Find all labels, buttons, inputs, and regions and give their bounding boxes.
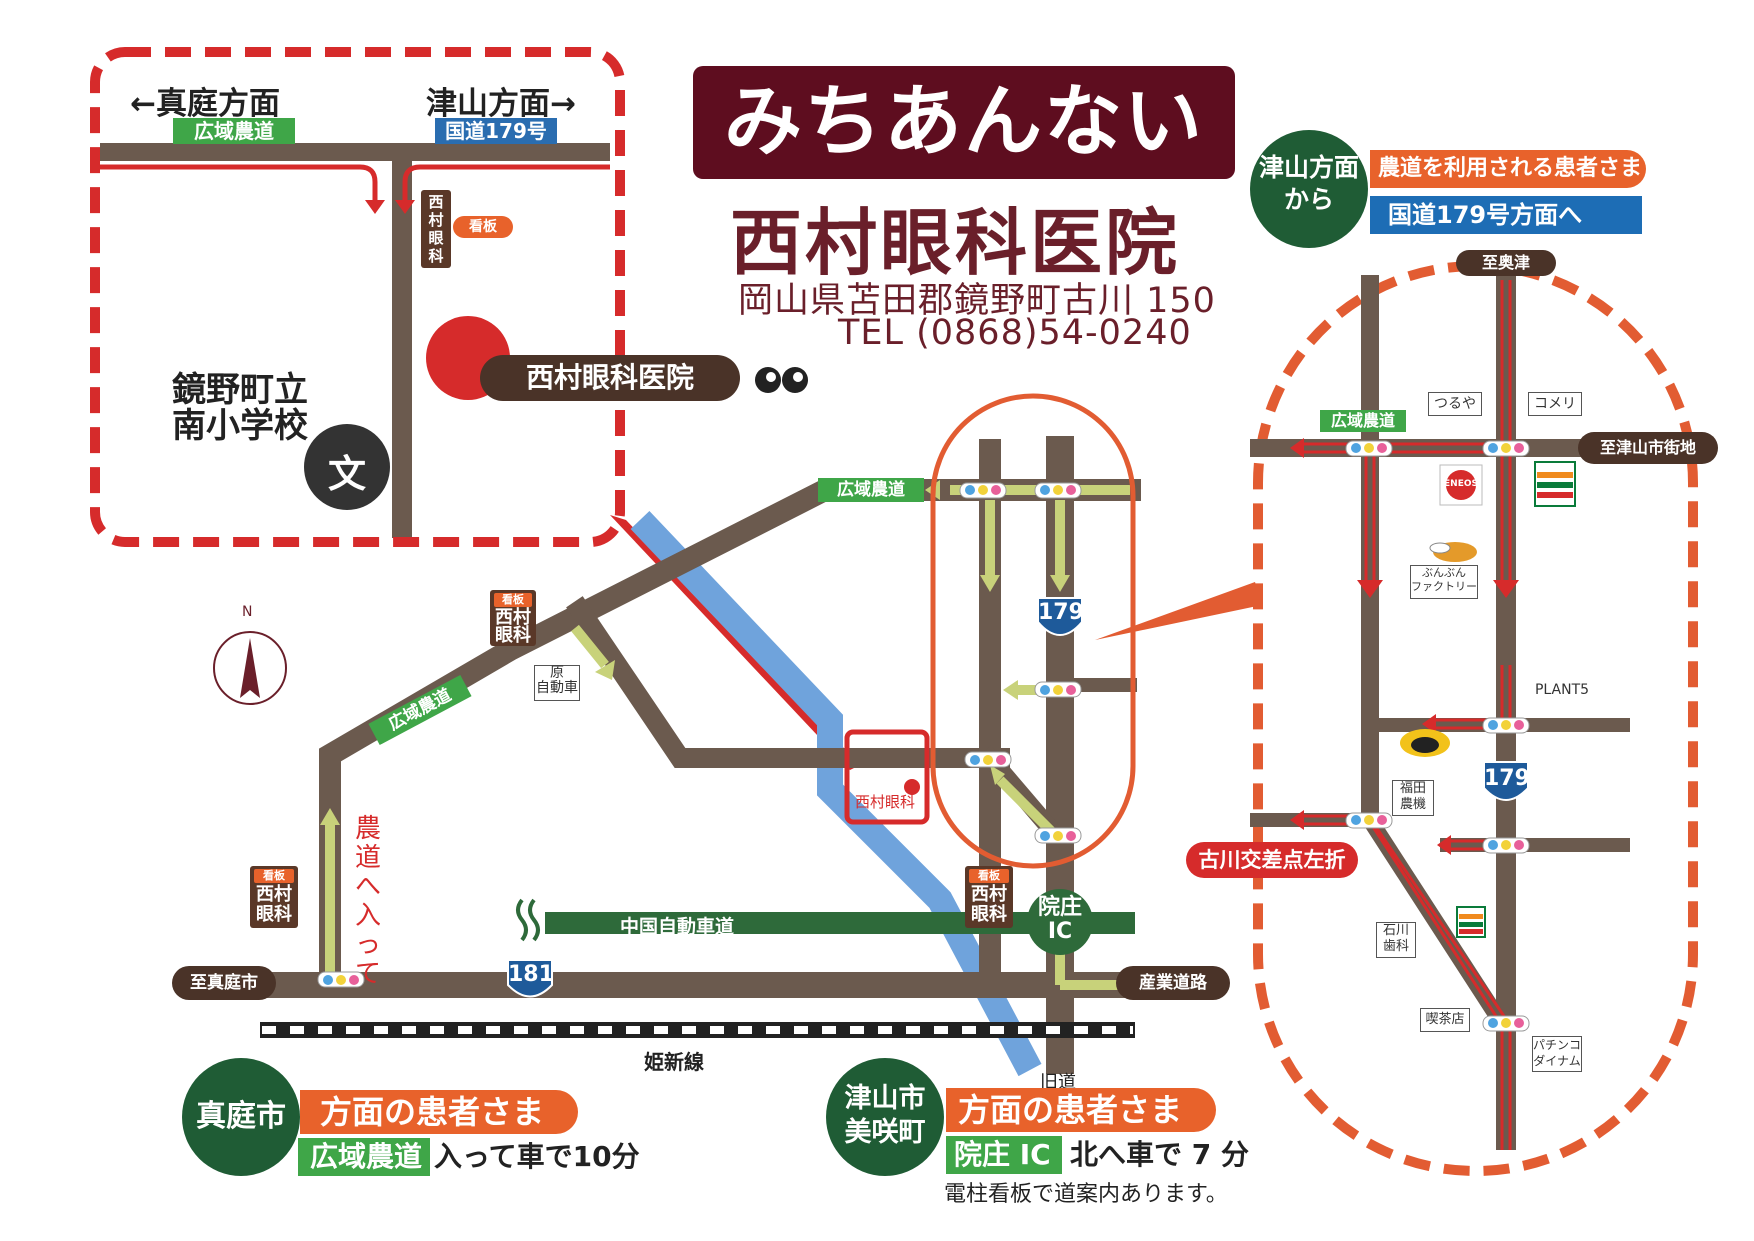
hara-car-label: 原 自動車 (534, 665, 580, 701)
school-symbol: 文 (327, 452, 366, 496)
komeri-label: コメリ (1528, 392, 1582, 416)
hot-spring-icon (516, 898, 540, 942)
clinic-sign-2: 看板 西村 眼科 (250, 866, 298, 928)
sign-tag: 看板 (254, 869, 294, 883)
school-name: 鏡野町立 南小学校 (172, 372, 308, 444)
right-inset-red-routes (1298, 280, 1512, 1150)
black-cat-icon (1400, 729, 1450, 757)
maniwa-rest: 入って車で10分 (434, 1140, 640, 1173)
seven-eleven-icon-2 (1456, 906, 1486, 938)
maniwa-line1: 方面の患者さま (300, 1090, 578, 1134)
eneos-label: ENEOS (1444, 479, 1478, 489)
from-tsuyama-circle: 津山方面 から (1250, 130, 1368, 248)
right-road-label: 国道179号 (435, 118, 557, 144)
right-direction: 津山方面→ (426, 86, 576, 122)
clinic-sign-1: 看板 西村 眼科 (490, 590, 536, 646)
clinic-address: 岡山県苫田郡鏡野町古川 150 (738, 281, 1216, 321)
maniwa-road: 広域農道 (298, 1138, 430, 1176)
right-noudou-label: 広域農道 (1320, 410, 1406, 432)
route-181-shield (507, 959, 553, 998)
expressway-label: 中国自動車道 (620, 916, 735, 938)
plant5-label: PLANT5 (1528, 680, 1596, 700)
page-title: みちあんない (693, 66, 1235, 179)
right-route-179-label: 179 (1484, 766, 1530, 791)
tsuyama-road: 院庄 IC (946, 1136, 1062, 1174)
ic-label: 院庄 IC (1037, 895, 1082, 944)
tsuyama-rest: 北へ車で 7 分 (1070, 1138, 1249, 1171)
railway-label: 姫新線 (644, 1050, 704, 1074)
clinic-name: 西村眼科医院 (730, 201, 1181, 285)
eneos-icon (1439, 464, 1483, 506)
right-inset-traffic-lights (1345, 440, 1530, 1032)
route-179-shield (1037, 597, 1083, 636)
furukawa-turn-label: 古川交差点左折 (1186, 842, 1358, 878)
bee-icon (1429, 542, 1477, 562)
clinic-tel: TEL (0868)54-0240 (838, 313, 1192, 353)
inset-sign-text: 西村眼科 (428, 193, 444, 265)
guide-arrowheads (320, 480, 1070, 825)
ic-circle (1027, 889, 1093, 955)
fukuda-label: 福田 農機 (1392, 780, 1434, 816)
clinic-map-label: 西村眼科 (854, 793, 915, 811)
sign-text: 西村 眼科 (495, 607, 531, 646)
school-name-text: 鏡野町立 南小学校 (172, 370, 308, 446)
clinic-highlight-box (844, 729, 930, 825)
enter-noudou-label: 農道へ入って (354, 814, 381, 989)
inset-clinic-sign: 西村眼科 (421, 190, 451, 268)
seven-eleven-icon (1534, 461, 1576, 507)
north-compass-icon (213, 631, 287, 705)
to-maniwa-label: 至真庭市 (172, 966, 276, 1000)
maniwa-circle: 真庭市 (182, 1058, 300, 1176)
river (630, 511, 1042, 1077)
sign-text: 西村 眼科 (256, 884, 292, 925)
eyes-icon (755, 367, 808, 393)
left-road-label: 広域農道 (173, 118, 295, 144)
old-road-label: 旧道 (1040, 1072, 1076, 1093)
right-inset-arrowheads (1290, 438, 1519, 855)
route-181-label: 181 (508, 962, 554, 987)
kissaten-label: 喫茶店 (1420, 1008, 1470, 1032)
sign-text: 西村 眼科 (971, 884, 1007, 925)
north-label: N (242, 604, 253, 620)
inset-dashed-frame (90, 47, 625, 547)
to-okutsu-label: 至奥津 (1456, 250, 1556, 276)
tsuyama-circle: 津山市 美咲町 (826, 1058, 944, 1176)
left-direction: ←真庭方面 (130, 86, 280, 122)
route-179-label: 179 (1038, 600, 1084, 625)
traffic-lights (317, 482, 1082, 988)
right-route-179-shield (1483, 761, 1529, 801)
to-tsuyama-city-label: 至津山市街地 (1578, 432, 1718, 464)
noudou-top-label: 広域農道 (818, 478, 924, 502)
industrial-road-label: 産業道路 (1116, 966, 1230, 1000)
ishikawa-label: 石川 歯科 (1376, 922, 1416, 958)
sign-tag: 看板 (494, 593, 532, 607)
clinic-sign-3: 看板 西村 眼科 (965, 866, 1013, 928)
pachinko-label: パチンコ ダイナム (1532, 1036, 1582, 1072)
inset-sign-tag: 看板 (453, 216, 513, 238)
from-tsuyama-line2: 国道179号方面へ (1370, 196, 1642, 234)
bunbun-label: ぶんぶん ファクトリー (1410, 565, 1478, 599)
tsuyama-line1: 方面の患者さま (946, 1088, 1216, 1132)
clinic-label: 西村眼科医院 (480, 355, 740, 401)
tsuyama-note: 電柱看板で道案内あります。 (944, 1182, 1228, 1207)
sign-tag: 看板 (969, 869, 1009, 883)
railway (260, 1022, 1135, 1038)
tsuruya-label: つるや (1428, 392, 1482, 416)
from-tsuyama-line1: 農道を利用される患者さま (1370, 150, 1646, 188)
